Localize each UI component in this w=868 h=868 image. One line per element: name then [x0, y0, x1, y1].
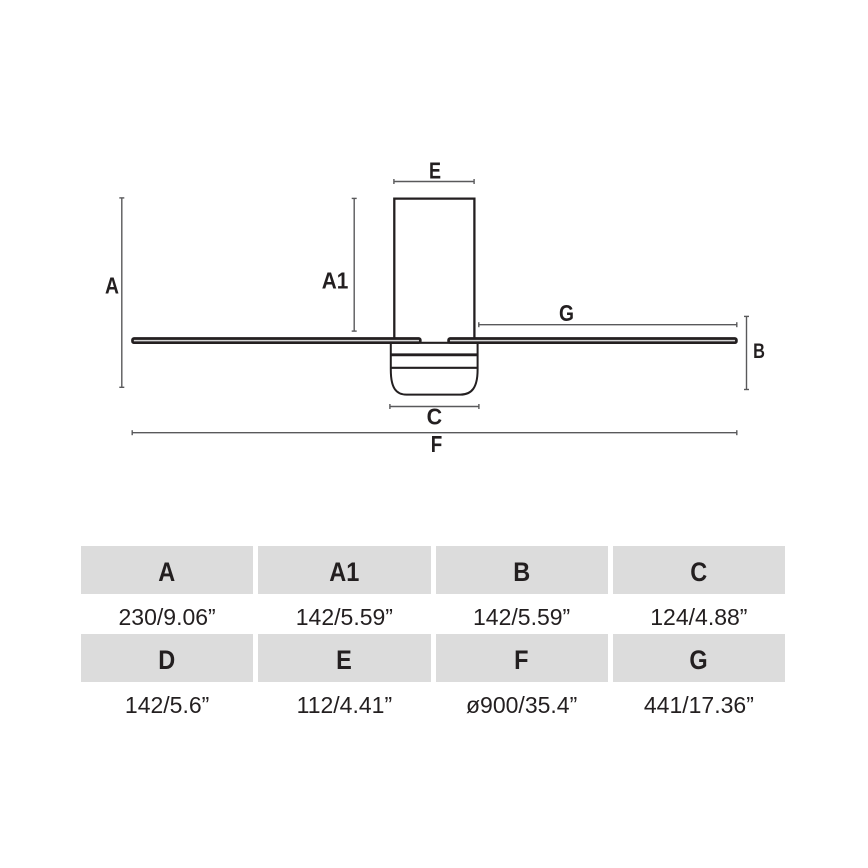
svg-text:C: C: [427, 404, 443, 430]
svg-text:B: B: [753, 339, 765, 363]
svg-text:G: G: [559, 300, 574, 326]
svg-text:E: E: [429, 158, 441, 184]
svg-text:A1: A1: [322, 268, 349, 294]
svg-text:A: A: [105, 272, 119, 298]
svg-text:F: F: [431, 431, 443, 457]
